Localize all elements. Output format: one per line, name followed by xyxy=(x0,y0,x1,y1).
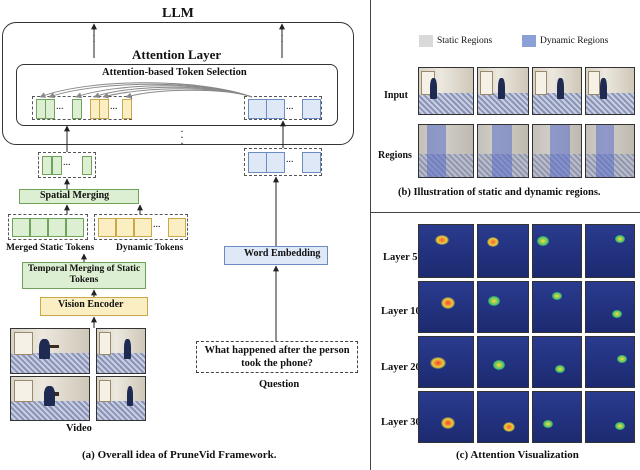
dynamic-token-3 xyxy=(134,218,152,237)
ellipsis-tokens-1: ... xyxy=(56,101,64,112)
video-frame-3 xyxy=(10,376,90,421)
ellipsis-tokens-2: ... xyxy=(110,101,118,112)
attn-l20-f3 xyxy=(532,336,582,388)
static-token-3 xyxy=(48,218,66,237)
attn-l30-f4 xyxy=(585,391,635,443)
input-frame-3 xyxy=(532,67,582,115)
dynamic-token-1 xyxy=(98,218,116,237)
caption-c: (c) Attention Visualization xyxy=(456,449,579,461)
attn-l5-f2 xyxy=(477,224,529,278)
temporal-merging-label: Temporal Merging of Static Tokens xyxy=(27,264,141,285)
token-green-2 xyxy=(45,99,55,119)
merged-token-green-2 xyxy=(52,156,62,175)
dynamic-tokens-label: Dynamic Tokens xyxy=(116,243,184,253)
text-token-2 xyxy=(266,152,285,173)
region-frame-1 xyxy=(418,124,474,178)
merged-token-green-3 xyxy=(82,156,92,175)
attn-l20-f1 xyxy=(418,336,474,388)
region-frame-4 xyxy=(585,124,635,178)
attn-l10-f1 xyxy=(418,281,474,333)
static-token-1 xyxy=(12,218,30,237)
input-frame-1 xyxy=(418,67,474,115)
attn-l30-f2 xyxy=(477,391,529,443)
attn-l20-f4 xyxy=(585,336,635,388)
static-token-2 xyxy=(30,218,48,237)
ellipsis-dynamic: ... xyxy=(153,219,161,230)
video-frame-4 xyxy=(96,376,146,421)
merged-static-label: Merged Static Tokens xyxy=(6,243,95,253)
dynamic-token-2 xyxy=(116,218,134,237)
row-regions-label: Regions xyxy=(378,150,412,161)
vision-encoder-box xyxy=(40,297,148,316)
vertical-divider xyxy=(370,0,371,470)
attn-l20-f2 xyxy=(477,336,529,388)
text-tokens-group xyxy=(244,148,322,176)
spatial-merging-box xyxy=(19,189,139,204)
token-selection-title: Attention-based Token Selection xyxy=(102,67,247,78)
ellipsis-merged: ... xyxy=(63,157,71,168)
legend-dynamic-swatch xyxy=(522,35,536,47)
temporal-merging-box xyxy=(22,262,146,289)
question-box xyxy=(196,341,358,373)
text-token-3 xyxy=(302,152,321,173)
token-blue-3 xyxy=(302,99,321,119)
llm-label: LLM xyxy=(162,6,194,21)
video-frame-1 xyxy=(10,328,90,374)
caption-a: (a) Overall idea of PruneVid Framework. xyxy=(82,449,277,461)
layer-10-label: Layer 10 xyxy=(381,306,421,317)
dynamic-group xyxy=(94,214,188,240)
token-yellow-3 xyxy=(122,99,132,119)
attention-layer-title: Attention Layer xyxy=(132,47,222,62)
attn-l5-f4 xyxy=(585,224,635,278)
select-curve-6 xyxy=(125,89,253,99)
attn-l10-f4 xyxy=(585,281,635,333)
attn-l30-f3 xyxy=(532,391,582,443)
static-token-4 xyxy=(66,218,84,237)
horizontal-divider xyxy=(370,212,640,213)
legend-static-swatch xyxy=(419,35,433,47)
attn-l5-f1 xyxy=(418,224,474,278)
region-frame-2 xyxy=(477,124,529,178)
attn-l30-f1 xyxy=(418,391,474,443)
region-frame-3 xyxy=(532,124,582,178)
row-input-label: Input xyxy=(384,90,408,101)
merged-static-group xyxy=(8,214,88,240)
merged-token-green-1 xyxy=(42,156,52,175)
spatial-merging-label: Spatial Merging xyxy=(40,190,110,201)
dynamic-token-4 xyxy=(168,218,186,237)
question-text: What happened after the person took the … xyxy=(204,345,350,369)
token-yellow-2 xyxy=(99,99,109,119)
video-frame-2 xyxy=(96,328,146,374)
input-frame-4 xyxy=(585,67,635,115)
ellipsis-text: ... xyxy=(286,154,294,165)
layer-5-label: Layer 5 xyxy=(383,252,418,263)
token-blue-2 xyxy=(266,99,285,119)
text-tokens-group-top xyxy=(244,96,322,120)
attn-l5-f3 xyxy=(532,224,582,278)
layer-30-label: Layer 30 xyxy=(381,417,421,428)
word-embedding-box xyxy=(224,246,328,265)
video-label: Video xyxy=(66,423,92,434)
ellipsis-tokens-3: ... xyxy=(286,101,294,112)
attn-l10-f3 xyxy=(532,281,582,333)
llm-box xyxy=(2,22,354,145)
question-label: Question xyxy=(259,379,300,390)
attn-l10-f2 xyxy=(477,281,529,333)
token-selection-box xyxy=(16,64,338,126)
word-embedding-label: Word Embedding xyxy=(244,248,321,259)
legend-dynamic-label: Dynamic Regions xyxy=(540,36,609,46)
ellipsis-mid-left: ··· xyxy=(180,124,184,150)
legend-static-label: Static Regions xyxy=(437,36,493,46)
caption-b: (b) Illustration of static and dynamic r… xyxy=(398,187,601,198)
merged-video-tokens xyxy=(38,152,96,178)
layer-20-label: Layer 20 xyxy=(381,362,421,373)
vision-encoder-label: Vision Encoder xyxy=(58,299,124,310)
input-frame-2 xyxy=(477,67,529,115)
token-green-3 xyxy=(72,99,82,119)
